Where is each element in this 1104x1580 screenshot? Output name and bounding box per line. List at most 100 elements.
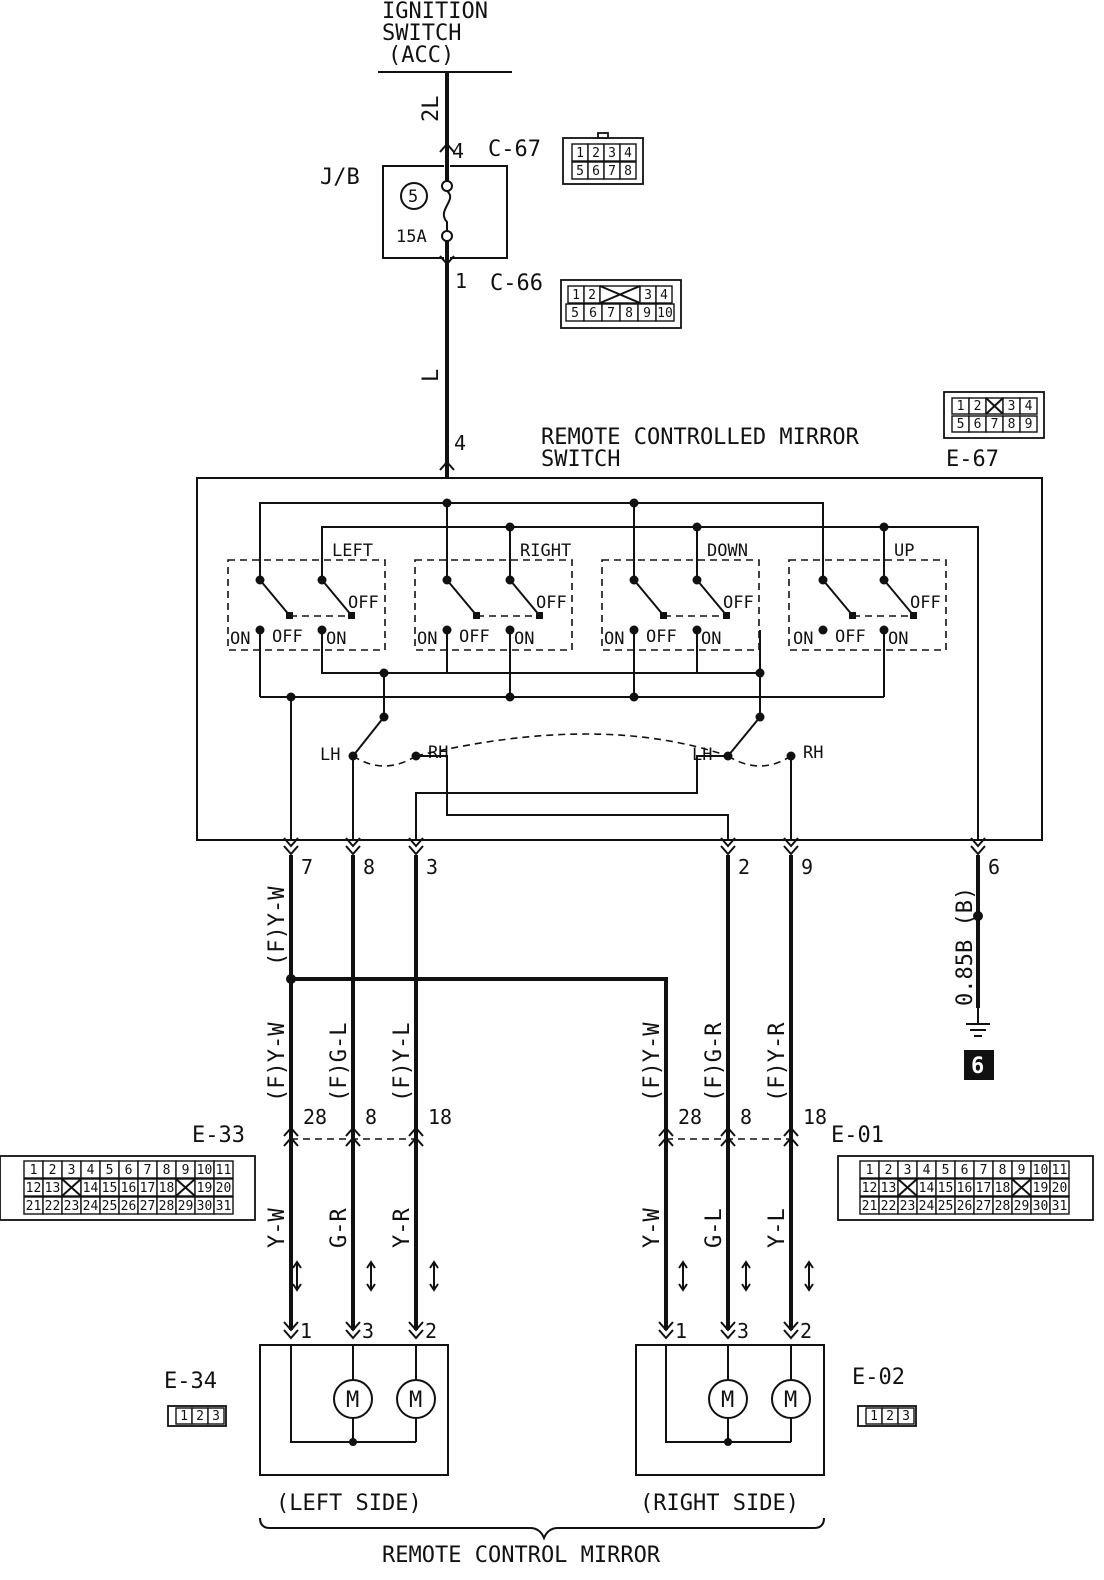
c66-label: C-66: [490, 271, 543, 296]
ground-bus: [321, 526, 979, 840]
e33-cells-pin: 12: [26, 1181, 42, 1196]
selector-left-rh: RH: [428, 743, 448, 763]
e01-cells-pin: 13: [881, 1181, 897, 1196]
wire-fyw-right: (F)Y-W: [640, 1022, 665, 1102]
c67-pin: 3: [608, 146, 616, 161]
e02-cell: [897, 1407, 915, 1425]
e01-cells-pin: 18: [995, 1181, 1011, 1196]
e67-pin: 7: [991, 417, 999, 432]
right-motor-1-label: M: [721, 1388, 734, 1413]
mirror-switch: REMOTE CONTROLLED MIRROR SWITCH 4 LEFTON…: [196, 425, 1043, 841]
e33-cells-pin: 21: [26, 1199, 42, 1214]
selector-right-blade: [727, 716, 761, 757]
c66-pin: 3: [644, 288, 652, 303]
switch-blade: [259, 579, 291, 617]
c66-pin: 6: [589, 306, 597, 321]
left-motor-2: [396, 1379, 436, 1419]
c67-pin: 1: [576, 146, 584, 161]
e01-cells-pin: 28: [995, 1199, 1011, 1214]
switch-blade: [321, 579, 353, 617]
wire-fgl-left: (F)G-L: [327, 1023, 352, 1102]
e02-pin: 1: [870, 1409, 878, 1424]
e33-cells-pin: 8: [163, 1163, 171, 1178]
switch-group-left: [227, 559, 386, 651]
e67-pin: 3: [1008, 399, 1016, 414]
switch-output-pin: 2: [738, 855, 750, 879]
e33-cells-pin: 30: [197, 1199, 213, 1214]
switch-on-label: ON: [604, 629, 624, 649]
wire-yl-right: Y-L: [765, 1208, 790, 1248]
ignition-label-2: SWITCH: [382, 21, 461, 46]
c66-pin: 4: [660, 288, 668, 303]
c67-cell: [619, 161, 637, 180]
wire-gr-left: G-R: [327, 1208, 352, 1248]
c66-pin: 9: [643, 306, 651, 321]
selector-linkage: [352, 733, 792, 767]
right-motor-2-label: M: [784, 1388, 797, 1413]
switch-group-label: UP: [894, 541, 914, 561]
wire-fyr-right: (F)Y-R: [765, 1022, 790, 1102]
e33-cells-pin: 28: [159, 1199, 175, 1214]
switch-off-label: OFF: [348, 593, 379, 613]
wire-fgr-right: (F)G-R: [702, 1022, 727, 1102]
c67-cell: [619, 143, 637, 162]
ignition-label-3: (ACC): [388, 43, 454, 68]
e34-cell: [207, 1407, 225, 1425]
e33-label: E-33: [192, 1123, 245, 1148]
switch-output-pin: 6: [988, 855, 1000, 879]
mirror-pin: 2: [425, 1319, 437, 1343]
c67-pin: 5: [576, 164, 584, 179]
e67-pin: 4: [1025, 399, 1033, 414]
selector-right-rh: RH: [803, 743, 823, 763]
c67-label: C-67: [488, 137, 541, 162]
e33-cells-pin: 2: [49, 1163, 57, 1178]
switch-output-pin: 9: [801, 855, 813, 879]
e01-cells-pin: 31: [1052, 1199, 1068, 1214]
wire-fyw-left: (F)Y-W: [265, 1022, 290, 1102]
junction-block: J/B 5 15A: [320, 150, 508, 272]
switch-off-label: OFF: [835, 627, 866, 647]
e01-cells-cell: [1049, 1178, 1070, 1197]
fuse-number: 5: [408, 187, 418, 207]
selector-bus: [321, 630, 761, 674]
switch-blade: [633, 579, 665, 617]
junction-pin: 18: [803, 1105, 827, 1129]
c66-pin: 2: [588, 288, 596, 303]
switch-group-down: [601, 559, 760, 651]
right-mirror-box: [635, 1344, 825, 1476]
e67-cell: [1019, 415, 1038, 433]
bidirectional-arrow-icon: [741, 1260, 751, 1292]
switch-blade: [446, 579, 478, 617]
bidirectional-arrow-icon: [678, 1260, 688, 1292]
e01-cells-pin: 25: [938, 1199, 954, 1214]
e01-label: E-01: [831, 1123, 884, 1148]
e33-cells-pin: 26: [121, 1199, 137, 1214]
mirror-pin: 1: [300, 1319, 312, 1343]
fuse-number-circle: [400, 182, 428, 210]
switch-blade: [509, 579, 541, 617]
e01-cells-pin: 4: [923, 1163, 931, 1178]
ignition-switch: IGNITION SWITCH (ACC): [378, 0, 512, 73]
e33-cells-pin: 6: [125, 1163, 133, 1178]
switch-on-label: ON: [514, 629, 534, 649]
switch-title-1: REMOTE CONTROLLED MIRROR: [541, 425, 860, 450]
wire-2l-label: 2L: [419, 96, 444, 123]
e33-cells-cell: [213, 1160, 234, 1179]
ground-point: 6: [964, 1008, 994, 1080]
mirror-pin: 1: [675, 1319, 687, 1343]
e34-pin: 2: [196, 1409, 204, 1424]
left-mirror: M M (LEFT SIDE): [259, 1344, 449, 1516]
e67-pin: 8: [1008, 417, 1016, 432]
e01-cells-pin: 14: [919, 1181, 935, 1196]
switch-off-label: OFF: [646, 627, 677, 647]
ground-number-badge: [964, 1050, 994, 1080]
e33-cells-cell: [213, 1196, 234, 1215]
e34-pin: 3: [212, 1409, 220, 1424]
c67-pin: 4: [452, 139, 464, 163]
wire-yw-left: Y-W: [265, 1208, 290, 1248]
c67-pin: 8: [624, 164, 632, 179]
